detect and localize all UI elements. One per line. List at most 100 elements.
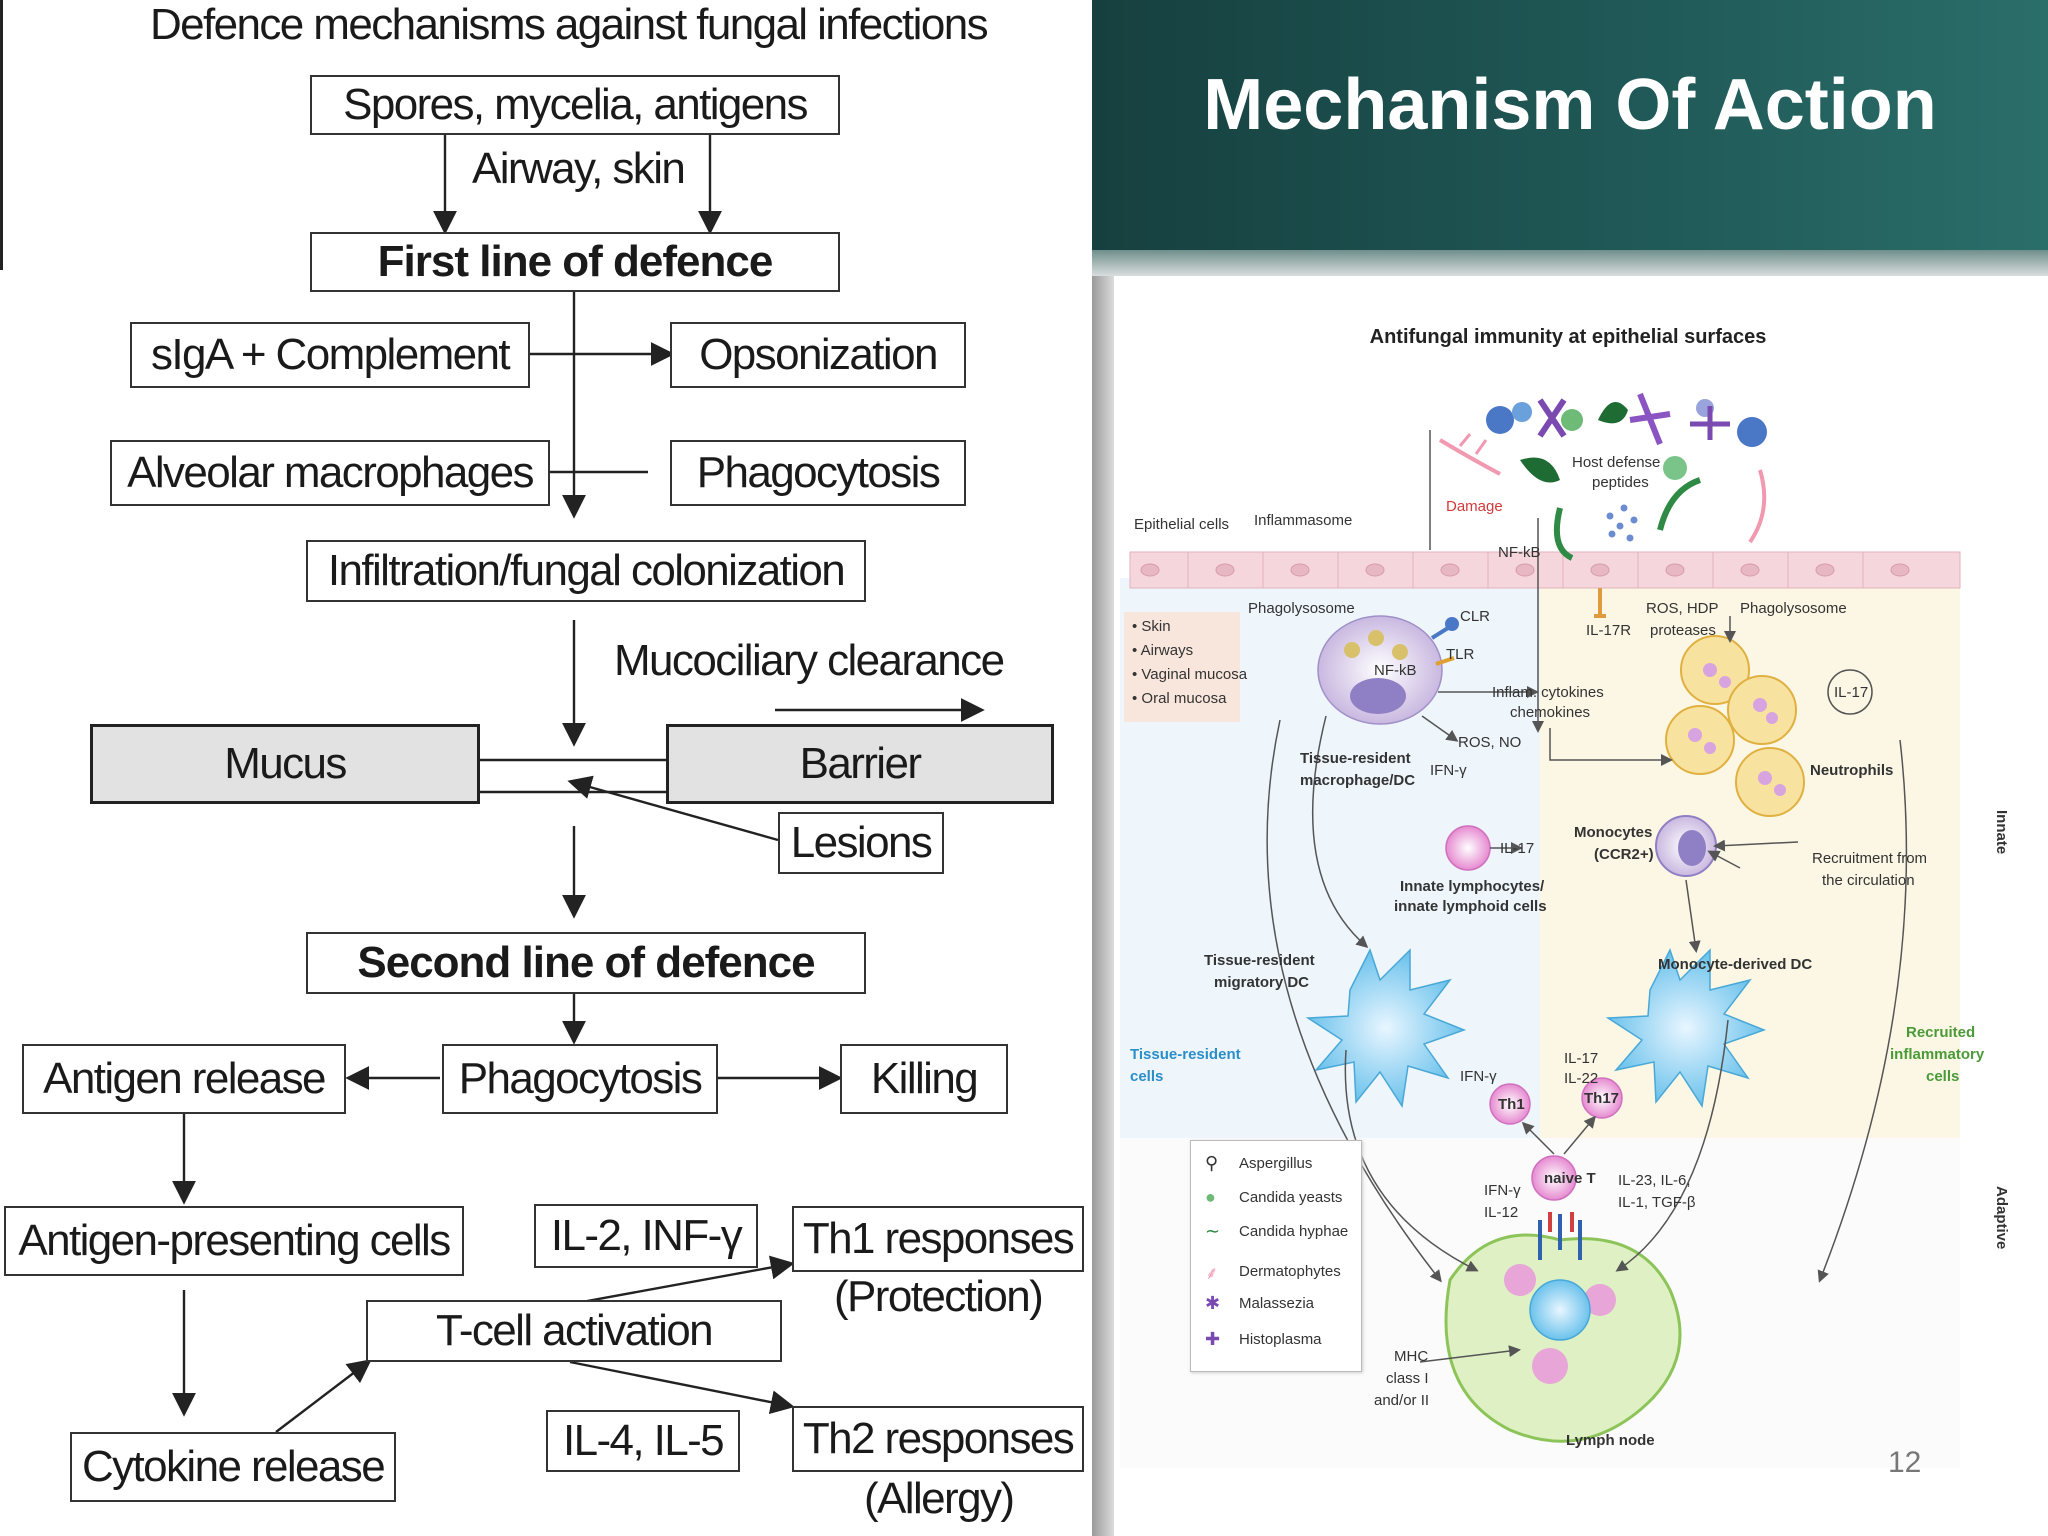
mhc-label-2: class I [1386, 1370, 1429, 1387]
legend-aspergillus: Aspergillus [1239, 1155, 1313, 1172]
innate-side-label: Innate [1993, 810, 2010, 855]
tlr-label: TLR [1446, 646, 1475, 663]
il23-label: IL-23, IL-6, [1618, 1172, 1691, 1189]
left-edge-line [0, 0, 3, 270]
innate-lymphocytes-label: Innate lymphocytes/ [1400, 878, 1545, 895]
migratory-dc-label-2: migratory DC [1214, 974, 1310, 991]
recruited-label-3: cells [1926, 1068, 1960, 1085]
mucociliary-label: Mucociliary clearance [614, 636, 1005, 685]
infiltration-box: Infiltration/fungal colonization [306, 540, 866, 602]
killing-box: Killing [840, 1044, 1008, 1114]
monocytes-label: Monocytes [1574, 824, 1653, 841]
phagocytosis-box-2: Phagocytosis [442, 1044, 718, 1114]
barrier-box: Barrier [666, 724, 1054, 804]
il17-ilc-label: IL-17 [1500, 840, 1535, 857]
spores-box: Spores, mycelia, antigens [310, 75, 840, 135]
ros-hdp-label: ROS, HDP [1646, 600, 1719, 617]
naive-t-label: naive T [1544, 1170, 1596, 1187]
t-cell-activation-box: T-cell activation [366, 1300, 782, 1362]
il1-tgf-label: IL-1, TGF-β [1618, 1194, 1696, 1211]
histoplasma-icon: ✚ [1205, 1329, 1221, 1349]
slide-side-strip [1092, 276, 1114, 1536]
phagocytosis-box-1: Phagocytosis [670, 440, 966, 506]
legend-candida-yeasts: Candida yeasts [1239, 1189, 1343, 1206]
innate-lymphoid-label: innate lymphoid cells [1394, 898, 1547, 915]
antigen-presenting-cells-box: Antigen-presenting cells [4, 1206, 464, 1276]
recruited-label-2: inflammatory [1890, 1046, 1985, 1063]
phagolysosome-right-label: Phagolysosome [1740, 600, 1847, 617]
malassezia-icon: ✱ [1205, 1293, 1221, 1313]
proteases-label: proteases [1650, 622, 1716, 639]
mucus-box: Mucus [90, 724, 480, 804]
th2-responses-box: Th2 responses [792, 1406, 1084, 1472]
second-line-box: Second line of defence [306, 932, 866, 994]
chemokines-label: chemokines [1510, 704, 1591, 721]
immunity-illustration [1120, 392, 1961, 1468]
aspergillus-icon: ⚲ [1205, 1153, 1219, 1173]
il17-ring-label: IL-17 [1834, 684, 1869, 701]
th1-label: Th1 [1498, 1096, 1525, 1113]
legend-candida-hyphae: Candida hyphae [1239, 1223, 1349, 1240]
tissue-list: • Skin • Airways • Vaginal mucosa • Oral… [1124, 612, 1247, 722]
il4-il5-box: IL-4, IL-5 [546, 1410, 740, 1472]
slide-header [1092, 0, 2048, 250]
tissue-airways: • Airways [1132, 642, 1194, 659]
adaptive-side-label: Adaptive [1993, 1186, 2010, 1250]
first-line-box: First line of defence [310, 232, 840, 292]
legend-malassezia: Malassezia [1239, 1295, 1315, 1312]
lesions-box: Lesions [778, 812, 944, 874]
fungi-legend: ⚲ Aspergillus ● Candida yeasts ∼ Candida… [1190, 1140, 1362, 1372]
ifng-th1-label: IFN-γ [1460, 1068, 1497, 1085]
defence-diagram: Defence mechanisms against fungal infect… [0, 0, 1084, 1523]
header-shadow [1092, 250, 2048, 276]
lymph-node-label: Lymph node [1566, 1432, 1655, 1449]
ifng-naive-label: IFN-γ [1484, 1182, 1521, 1199]
ifng-mac-label: IFN-γ [1430, 762, 1467, 779]
tissue-skin: • Skin [1132, 618, 1171, 635]
clr-label: CLR [1460, 608, 1491, 625]
slide-number: 12 [1888, 1446, 1922, 1479]
host-defense-label: Host defense [1572, 454, 1661, 471]
recruitment-label: Recruitment from [1812, 850, 1928, 867]
mhc-label-1: MHC [1394, 1348, 1429, 1365]
circulation-label: the circulation [1822, 872, 1915, 889]
epithelial-cells-label: Epithelial cells [1134, 516, 1230, 533]
slide-title: Mechanism Of Action [1203, 65, 1937, 145]
neutrophils-label: Neutrophils [1810, 762, 1894, 779]
il12-label: IL-12 [1484, 1204, 1519, 1221]
allergy-label: (Allergy) [864, 1474, 1015, 1523]
il17-th17-label: IL-17 [1564, 1050, 1599, 1067]
tissue-oral: • Oral mucosa [1132, 690, 1227, 707]
ccr2-label: (CCR2+) [1594, 846, 1654, 863]
flowchart-arrows [172, 132, 985, 1433]
tissue-resident-mac-label: Tissue-resident [1300, 750, 1411, 767]
alveolar-macrophages-box: Alveolar macrophages [110, 440, 550, 506]
cytokine-release-box: Cytokine release [70, 1432, 396, 1502]
damage-label: Damage [1446, 498, 1503, 515]
nfkb-top-label: NF-kB [1498, 544, 1541, 561]
monocyte-dc-label: Monocyte-derived DC [1658, 956, 1813, 973]
candida-hyphae-icon: ∼ [1205, 1221, 1221, 1241]
immunity-figure: Antifungal immunity at epithelial surfac… [1120, 320, 2016, 1488]
antigen-release-box: Antigen release [22, 1044, 346, 1114]
tissue-resident-cells-label-2: cells [1130, 1068, 1164, 1085]
legend-histoplasma: Histoplasma [1239, 1331, 1322, 1348]
candida-yeasts-icon: ● [1205, 1187, 1216, 1207]
opsonization-box: Opsonization [670, 322, 966, 388]
dermatophytes-icon: ⸙ [1205, 1263, 1219, 1283]
inflammasome-label: Inflammasome [1254, 512, 1353, 529]
migratory-dc-label-1: Tissue-resident [1204, 952, 1315, 969]
tissue-vaginal: • Vaginal mucosa [1132, 666, 1248, 683]
th17-label: Th17 [1584, 1090, 1620, 1107]
peptides-label: peptides [1592, 474, 1649, 491]
nfkb-cell-label: NF-kB [1374, 662, 1417, 679]
inflam-cytokines-label: Inflam. cytokines [1492, 684, 1604, 701]
il17r-label: IL-17R [1586, 622, 1632, 639]
airway-label: Airway, skin [472, 144, 686, 193]
th1-responses-box: Th1 responses [792, 1206, 1084, 1272]
ros-no-label: ROS, NO [1458, 734, 1522, 751]
il2-infg-box: IL-2, INF-γ [534, 1204, 758, 1268]
tissue-resident-cells-label-1: Tissue-resident [1130, 1046, 1241, 1063]
phagolysosome-left-label: Phagolysosome [1248, 600, 1355, 617]
protection-label: (Protection) [834, 1272, 1044, 1321]
